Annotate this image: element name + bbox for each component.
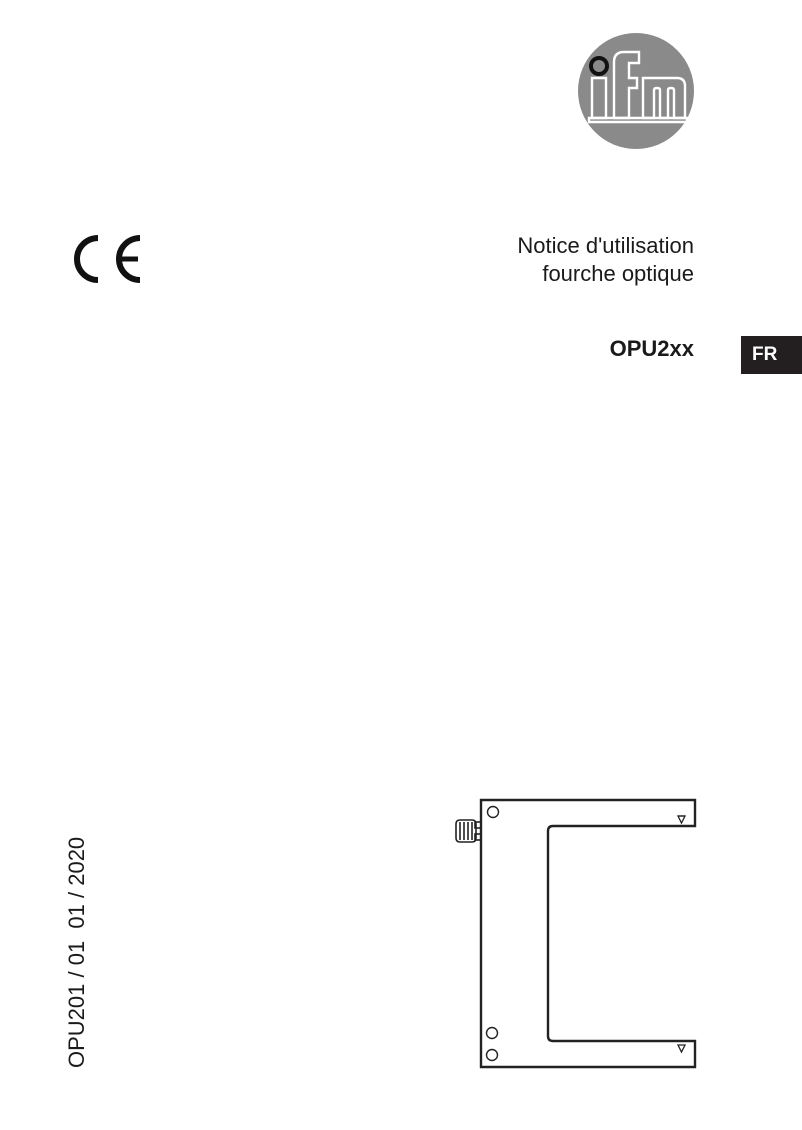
title-line-2: fourche optique <box>542 261 694 286</box>
ifm-logo <box>577 32 695 150</box>
ce-mark-icon <box>74 235 141 283</box>
document-title: Notice d'utilisation fourche optique <box>517 232 694 288</box>
fork-sensor-drawing <box>440 790 710 1080</box>
language-tab: FR <box>741 336 802 374</box>
ce-mark <box>68 234 144 284</box>
ifm-logo-icon <box>578 33 694 149</box>
fork-sensor-drawing-icon <box>455 798 697 1069</box>
product-model: OPU2xx <box>609 336 694 361</box>
title-line-1: Notice d'utilisation <box>517 233 694 258</box>
document-reference: OPU201 / 01 01 / 2020 <box>64 836 89 1068</box>
